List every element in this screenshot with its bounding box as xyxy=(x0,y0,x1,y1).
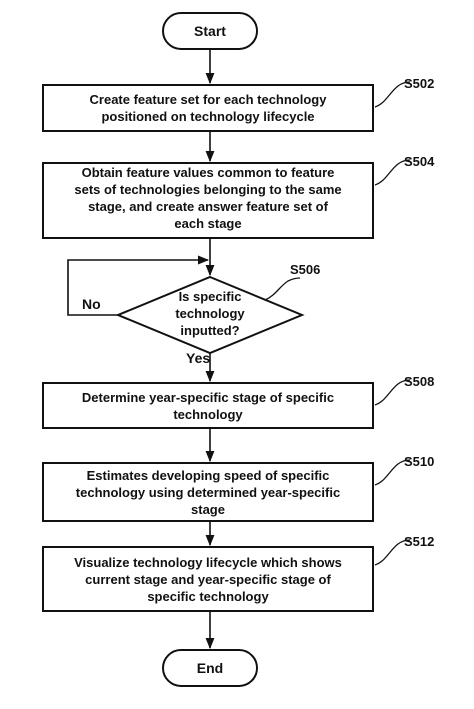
s510-step-id: S510 xyxy=(404,454,434,469)
s506-text-line-2: technology xyxy=(175,306,245,321)
s502-text-line-1: Create feature set for each technology xyxy=(90,92,328,107)
s504-step-id: S504 xyxy=(404,154,435,169)
process-box-s504 xyxy=(42,162,374,239)
s510-text-line-2: technology using determined year-specifi… xyxy=(76,485,340,500)
s506-text-line-3: inputted? xyxy=(180,323,239,338)
s506-text-line-1: Is specific xyxy=(179,289,242,304)
s508-text-line-1: Determine year-specific stage of specifi… xyxy=(82,390,334,405)
s508-leader-line xyxy=(374,379,411,406)
s504-text-line-2: sets of technologies belonging to the sa… xyxy=(74,182,341,197)
end-terminal xyxy=(162,649,258,687)
s512-text-line-1: Visualize technology lifecycle which sho… xyxy=(74,555,342,570)
start-label: Start xyxy=(194,23,226,39)
s510-text-line-1: Estimates developing speed of specific xyxy=(87,468,330,483)
s512-text-line-2: current stage and year-specific stage of xyxy=(85,572,331,587)
process-box-s510 xyxy=(42,462,374,522)
no-label: No xyxy=(82,296,101,312)
s504-text-line-1: Obtain feature values common to feature xyxy=(82,165,335,180)
process-box-s502 xyxy=(42,84,374,132)
s502-text-line-2: positioned on technology lifecycle xyxy=(101,109,314,124)
s504-text-line-3: stage, and create answer feature set of xyxy=(88,199,329,214)
process-box-s508 xyxy=(42,382,374,429)
s506-leader-line xyxy=(264,277,301,301)
s502-step-id: S502 xyxy=(404,76,434,91)
s504-leader-line xyxy=(374,159,411,186)
s512-leader-line xyxy=(374,539,411,566)
yes-label: Yes xyxy=(186,350,210,366)
no-loop-arrow xyxy=(67,255,210,316)
s508-text-line-2: technology xyxy=(173,407,243,422)
process-box-s512 xyxy=(42,546,374,612)
s512-step-id: S512 xyxy=(404,534,434,549)
s506-step-id: S506 xyxy=(290,262,320,277)
s510-text-line-3: stage xyxy=(191,502,225,517)
end-label: End xyxy=(197,660,223,676)
s504-text-line-4: each stage xyxy=(174,216,241,231)
s508-step-id: S508 xyxy=(404,374,434,389)
s510-leader-line xyxy=(374,459,411,486)
s512-text-line-3: specific technology xyxy=(147,589,269,604)
s502-leader-line xyxy=(374,81,411,108)
